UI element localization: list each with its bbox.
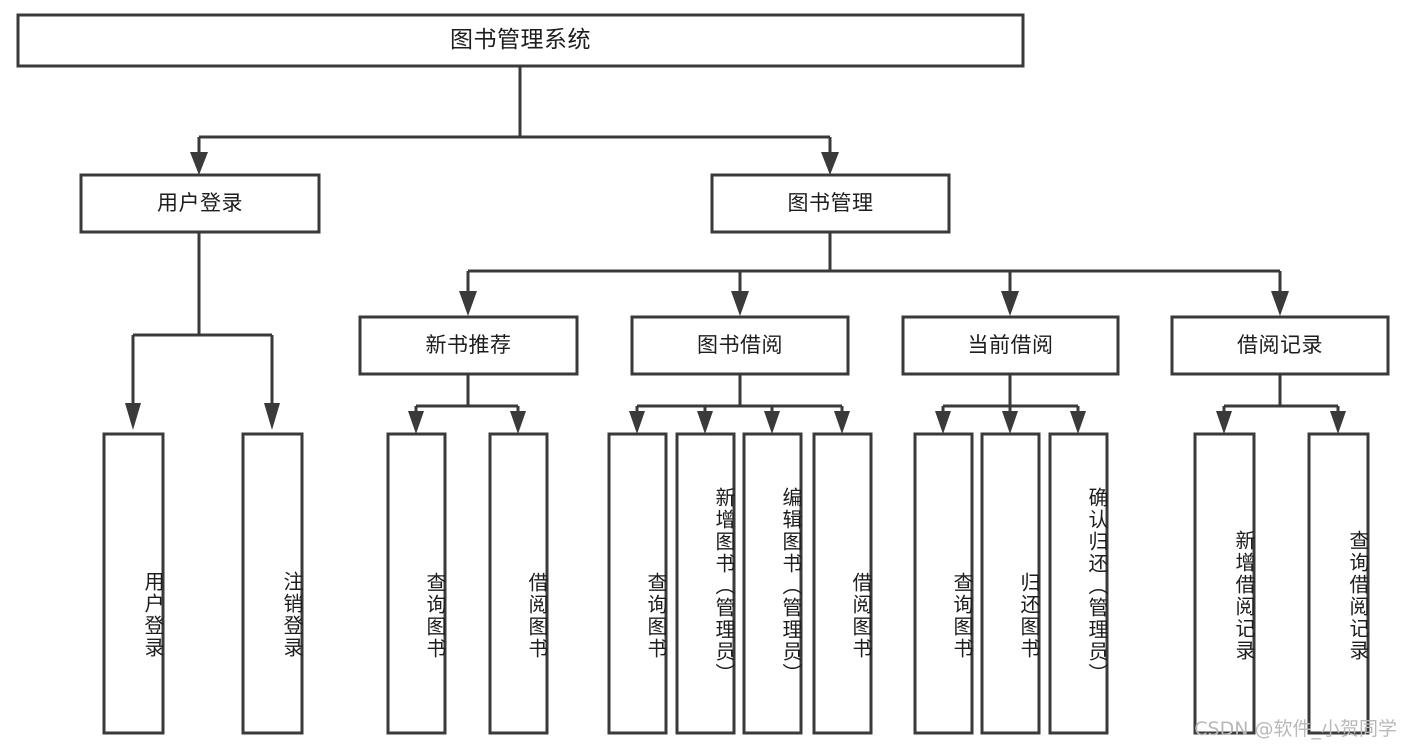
arrow-head-user-login: [190, 152, 208, 175]
arrow-head-leaf-user-logout: [264, 403, 280, 430]
node-rect-leaf-query-book-1[interactable]: [386, 432, 447, 735]
node-rect-leaf-return-book[interactable]: [980, 432, 1041, 735]
arrow-head-book-management: [821, 152, 839, 175]
arrow-head-leaf-user-login: [125, 403, 141, 430]
node-rect-leaf-query-record[interactable]: [1307, 432, 1370, 735]
node-rect-leaf-user-logout[interactable]: [241, 432, 304, 735]
node-rect-leaf-edit-book[interactable]: [742, 432, 803, 735]
arrow-head-borrow-record: [1271, 291, 1289, 316]
arrow-head-leaf-confirm-return: [1070, 411, 1086, 434]
arrow-head-leaf-query-book-3: [935, 411, 951, 434]
node-rect-leaf-user-login[interactable]: [102, 432, 165, 735]
node-rect-new-book-recommend[interactable]: [358, 315, 579, 376]
node-rect-user-login[interactable]: [79, 173, 321, 234]
node-rect-book-borrow[interactable]: [630, 315, 850, 376]
node-rect-book-management[interactable]: [710, 173, 951, 234]
connector-group: [125, 66, 1346, 434]
node-rect-current-borrow[interactable]: [901, 315, 1120, 376]
arrow-head-leaf-add-record: [1216, 411, 1232, 434]
arrow-head-current-borrow: [1001, 291, 1019, 316]
node-rect-leaf-borrow-book-1[interactable]: [488, 432, 549, 735]
arrow-head-leaf-add-book: [697, 411, 713, 434]
node-rect-root[interactable]: [16, 13, 1025, 68]
arrow-head-leaf-return-book: [1002, 411, 1018, 434]
node-rect-borrow-record[interactable]: [1170, 315, 1390, 376]
arrow-head-leaf-query-book-1: [408, 411, 424, 434]
node-rect-leaf-query-book-3[interactable]: [913, 432, 974, 735]
node-box-group: [16, 13, 1390, 735]
node-rect-leaf-add-record[interactable]: [1193, 432, 1256, 735]
arrow-head-leaf-edit-book: [764, 411, 780, 434]
arrow-head-leaf-borrow-book-1: [510, 411, 526, 434]
arrow-head-leaf-query-record: [1330, 411, 1346, 434]
node-rect-leaf-query-book-2[interactable]: [607, 432, 668, 735]
arrow-head-book-borrow: [731, 291, 749, 316]
arrow-head-leaf-query-book-2: [629, 411, 645, 434]
node-rect-leaf-add-book[interactable]: [675, 432, 736, 735]
arrow-head-new-book-recommend: [459, 291, 477, 316]
arrow-head-leaf-borrow-book-2: [834, 411, 850, 434]
node-rect-leaf-confirm-return[interactable]: [1048, 432, 1109, 735]
node-rect-leaf-borrow-book-2[interactable]: [812, 432, 873, 735]
